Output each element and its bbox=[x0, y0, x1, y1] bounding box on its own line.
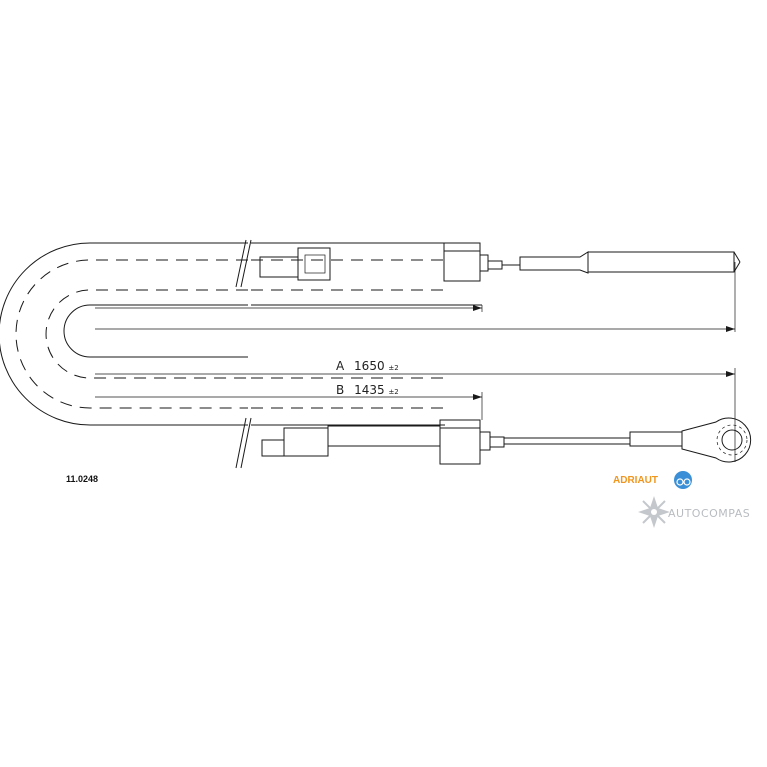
adriauto-logo: ADRIAUT bbox=[613, 471, 692, 489]
dimension-a-letter: A bbox=[336, 359, 345, 373]
dimension-b-tolerance: ±2 bbox=[388, 388, 398, 396]
compass-star-icon bbox=[638, 496, 670, 528]
svg-text:B 1435 ±2: B 1435 ±2 bbox=[336, 383, 399, 397]
svg-text:A 1650 ±2: A 1650 ±2 bbox=[336, 359, 399, 373]
dimension-a-label: A 1650 ±2 bbox=[336, 359, 399, 373]
autocompas-watermark: AUTOCOMPAS bbox=[638, 496, 750, 528]
dimension-a-tolerance: ±2 bbox=[388, 364, 398, 372]
watermark-text: AUTOCOMPAS bbox=[668, 507, 750, 520]
dimension-b-label: B 1435 ±2 bbox=[336, 383, 399, 397]
dimension-lines bbox=[95, 262, 736, 462]
dimension-a-value: 1650 bbox=[354, 359, 385, 373]
brand-logo-text: ADRIAUT bbox=[613, 475, 658, 486]
lower-cable-branch bbox=[251, 377, 752, 465]
upper-cable-branch bbox=[251, 242, 741, 306]
cable-sheath bbox=[0, 242, 248, 426]
dimension-b-letter: B bbox=[336, 383, 344, 397]
break-marks bbox=[235, 239, 252, 469]
dimension-b-value: 1435 bbox=[354, 383, 385, 397]
part-number: 11.0248 bbox=[66, 474, 98, 484]
